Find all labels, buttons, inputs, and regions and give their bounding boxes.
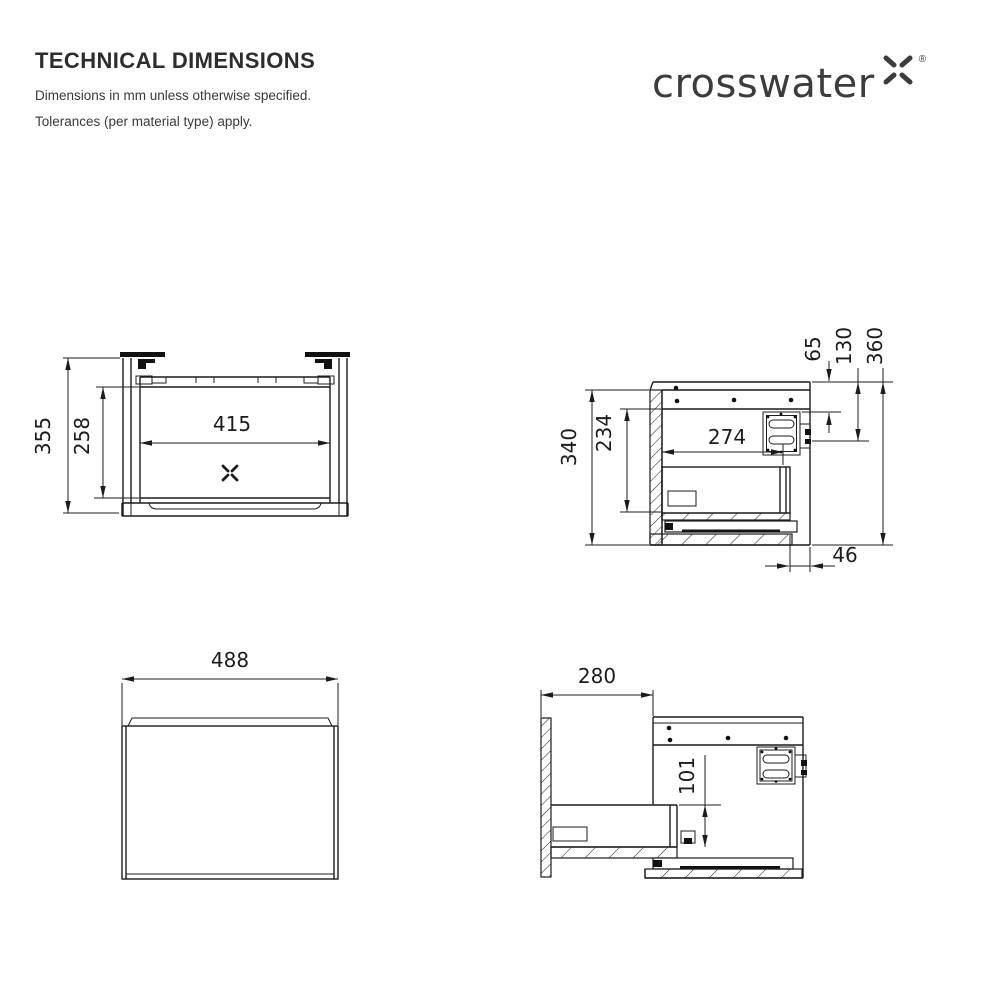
wall-bracket [756,746,807,785]
dim-rear-clearance: 46 [832,543,857,567]
page-title: TECHNICAL DIMENSIONS [35,48,316,73]
dim-bracket-top-offset: 65 [801,336,825,361]
dim-front-internal-height: 258 [70,417,94,455]
crosswater-x-icon [883,55,913,85]
dim-front-internal-width: 415 [213,412,251,436]
dim-front-overall-height: 355 [31,417,55,455]
dim-drawer-extension: 280 [578,664,616,688]
dim-runner-height: 101 [675,757,699,795]
crosswater-x-mark-icon [221,464,239,482]
side-view-extended-drawing: 280 101 [540,664,807,879]
front-view-drawing: 355 258 415 [31,352,350,517]
dim-side-overall-height: 340 [557,428,581,466]
brand-logo-text: crosswater [652,61,875,107]
drawer-box [661,466,791,514]
drawer-runner [652,857,794,870]
top-bracket-right [305,352,350,385]
header: TECHNICAL DIMENSIONS Dimensions in mm un… [35,48,315,140]
dim-plan-overall-width: 488 [211,648,249,672]
plan-view-drawing: 488 [121,648,339,880]
drawer-runner [664,520,798,533]
front-panel-section [649,389,663,546]
note-tolerances: Tolerances (per material type) apply. [35,114,253,129]
top-bracket-left [120,352,165,385]
dim-bracket-bottom-offset: 130 [832,327,856,365]
dim-side-internal-depth: 274 [708,425,746,449]
note-units: Dimensions in mm unless otherwise specif… [35,88,312,103]
drawer-box-extended [551,804,696,848]
brand-logo: crosswater ® [652,52,926,104]
dim-side-overall-height-with-top: 360 [863,327,887,365]
side-section-view-drawing: 340 234 274 65 130 360 [557,327,893,572]
drawer-front-section [540,717,552,878]
wall-bracket [762,411,811,456]
dim-side-internal-height: 234 [592,414,616,452]
registered-mark: ® [918,54,927,65]
